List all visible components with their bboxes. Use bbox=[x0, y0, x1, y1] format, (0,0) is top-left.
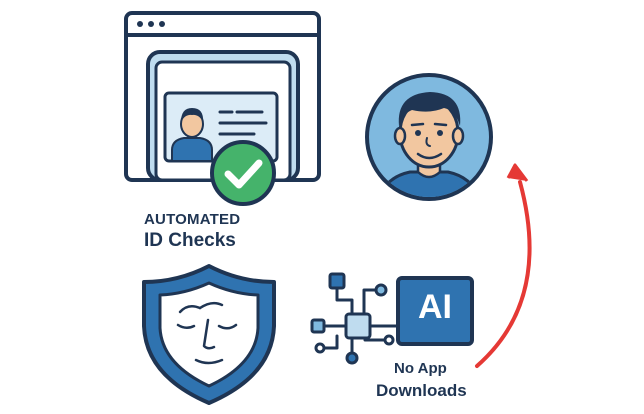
id-checks-label: ID Checks bbox=[144, 230, 236, 251]
face-shield-icon bbox=[142, 264, 276, 405]
downloads-label: Downloads bbox=[376, 381, 467, 400]
no-app-label: No App bbox=[394, 360, 447, 377]
checkmark-badge-icon bbox=[210, 140, 276, 206]
automated-label: AUTOMATED bbox=[144, 211, 241, 228]
user-avatar-icon bbox=[365, 73, 493, 201]
curved-arrow-icon bbox=[475, 163, 532, 368]
ai-chip-label: AI bbox=[418, 288, 452, 326]
circuit-icon bbox=[310, 272, 400, 365]
ai-chip-icon bbox=[396, 276, 474, 346]
